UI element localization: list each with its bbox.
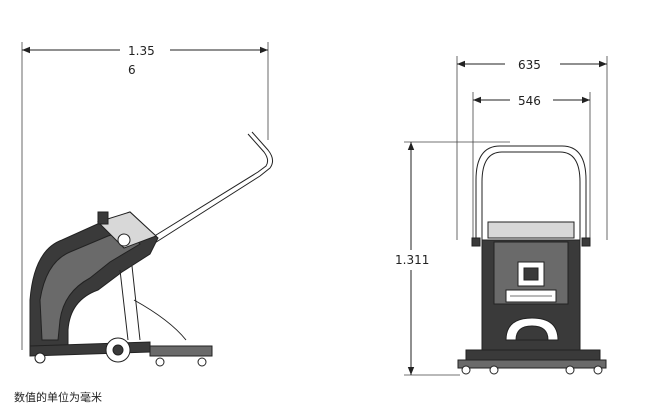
- side-caster-squeegee-1: [155, 357, 165, 367]
- front-caster-2: [489, 365, 499, 375]
- front-handle-clamp-right: [581, 237, 591, 247]
- front-caster-4: [593, 365, 603, 375]
- front-arch-inner: [515, 325, 549, 341]
- front-caster-3: [565, 365, 575, 375]
- side-length-label-1: 1.35: [128, 44, 155, 58]
- front-squeegee: [457, 359, 607, 369]
- side-handle-outline: [149, 131, 274, 247]
- front-handle: [475, 145, 587, 240]
- side-cap: [97, 211, 109, 225]
- front-tank-top: [487, 221, 575, 239]
- side-main-wheel-hub: [112, 344, 124, 356]
- front-handle-clamp-left: [471, 237, 481, 247]
- side-squeegee-arm: [133, 299, 187, 341]
- front-caster-1: [461, 365, 471, 375]
- side-caster-front: [34, 352, 46, 364]
- front-base: [465, 349, 601, 361]
- front-handle-inner: [481, 151, 581, 240]
- front-height-label: 1.311: [395, 253, 429, 267]
- front-outer-width-label: 635: [518, 58, 541, 72]
- side-body-panel: [39, 229, 141, 341]
- side-length-label-2: 6: [128, 63, 136, 77]
- side-view: 1.35 6: [21, 42, 274, 367]
- side-squeegee: [149, 345, 213, 357]
- side-frame-struts: [119, 265, 141, 341]
- front-view: 635 546 1.311: [395, 56, 608, 376]
- side-handle: [147, 133, 269, 241]
- side-caster-squeegee-2: [197, 357, 207, 367]
- side-tank-lid: [97, 211, 157, 249]
- units-caption: 数值的单位为毫米: [14, 391, 102, 404]
- front-display-screen: [523, 267, 539, 281]
- side-control-knob: [117, 233, 131, 247]
- front-inner-width-label: 546: [518, 94, 541, 108]
